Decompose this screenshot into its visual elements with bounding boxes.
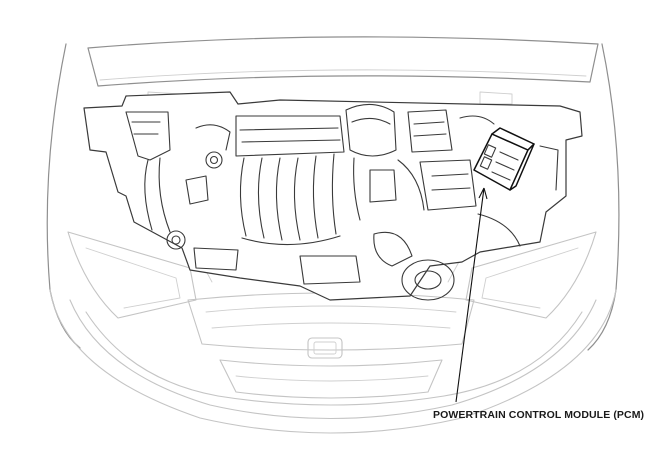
vehicle-body-ghost (46, 36, 620, 434)
engine-compartment (83, 91, 583, 301)
pcm-leader-line (455, 187, 485, 403)
pcm-leader-arrowhead (478, 187, 488, 200)
pcm-module (473, 127, 535, 191)
pcm-callout-label: POWERTRAIN CONTROL MODULE (PCM) (433, 409, 644, 421)
